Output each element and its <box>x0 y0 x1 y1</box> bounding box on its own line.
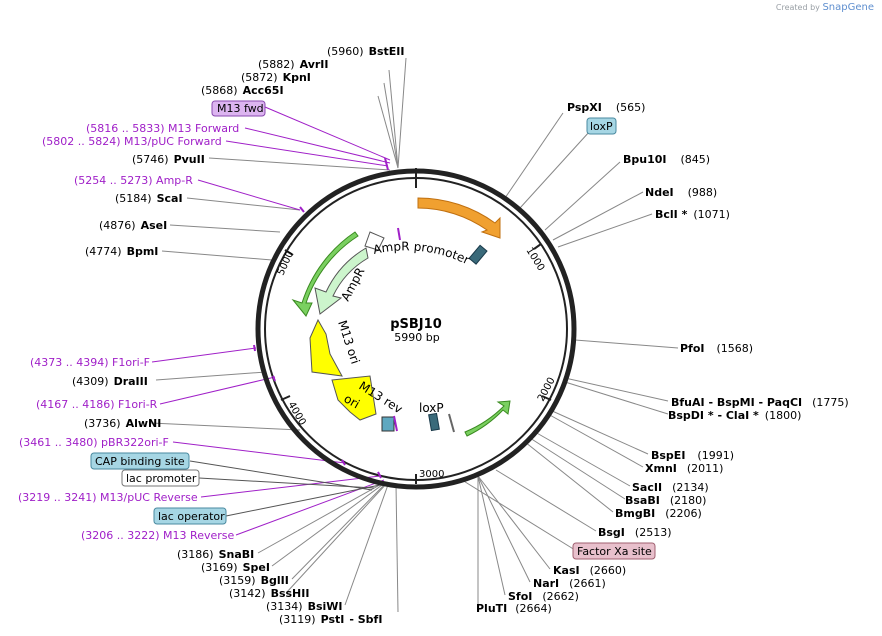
site-bspdi-clai: BspDI * - ClaI *(1800) <box>668 409 801 422</box>
site-bcli: BclI *(1071) <box>655 208 730 221</box>
primer-tick-ampr <box>299 206 305 213</box>
primer-tick-rev <box>377 471 382 479</box>
green-feature-left <box>291 231 359 317</box>
tick-label-1000: 1000 <box>523 246 546 273</box>
ori-arrow <box>331 375 377 421</box>
box-lac-promoter-text: lac promoter <box>126 472 197 485</box>
box-leaders <box>189 460 381 517</box>
site-pluti: PluTI(2664) <box>476 602 552 615</box>
primer-amp-r: (5254 .. 5273) Amp-R <box>74 174 193 187</box>
m13-fwd-primer-mark <box>397 227 401 241</box>
site-snabi: (3186)SnaBI <box>177 548 254 561</box>
primer-m13-puc-reverse: (3219 .. 3241) M13/pUC Reverse <box>18 491 198 504</box>
tick-2000 <box>541 395 552 401</box>
site-kasi: KasI(2660) <box>553 564 626 577</box>
primer-tick-f1orif <box>253 344 256 352</box>
tick-5000 <box>284 249 294 256</box>
credit-prefix: Created by <box>775 3 820 12</box>
box-lac-operator: lac operator <box>153 507 227 525</box>
m13-ori-arrow <box>309 318 343 377</box>
site-avrii: (5882)AvrII <box>258 58 328 71</box>
site-pfoi: PfoI(1568) <box>680 342 753 355</box>
site-bpmi: (4774)BpmI <box>85 245 158 258</box>
site-pspxi: PspXI(565) <box>567 101 645 114</box>
box-factor-xa-site-text: Factor Xa site <box>577 545 652 558</box>
box-m13-fwd: M13 fwd <box>211 100 266 117</box>
loxp-inner-label: loxP <box>419 401 444 415</box>
loxp-marker-bar <box>448 413 455 433</box>
box-m13-fwd-text: M13 fwd <box>217 102 264 115</box>
site-kpni: (5872)KpnI <box>241 71 311 84</box>
primer-m13-reverse: (3206 .. 3222) M13 Reverse <box>81 529 234 542</box>
primer-tick-pbr <box>341 459 346 466</box>
site-bfuai-bspmi-paqci: BfuAI - BspMI - PaqCI(1775) <box>671 396 849 409</box>
loxp-marker-top <box>468 244 488 265</box>
box-cap-binding-site-text: CAP binding site <box>95 455 185 468</box>
snapgene-credit: Created by SnapGene <box>776 2 874 13</box>
plasmid-size: 5990 bp <box>394 331 439 344</box>
site-psti-sbfi: (3119)PstI- SbfI <box>279 613 382 626</box>
site-nari: NarI(2661) <box>533 577 606 590</box>
site-sacii: SacII(2134) <box>632 481 709 494</box>
site-spei: (3169)SpeI <box>201 561 270 574</box>
box-factor-xa-site: Factor Xa site <box>572 542 656 560</box>
site-bsiwi: (3134)BsiWI <box>266 600 343 613</box>
orange-feature-arrow <box>417 197 501 239</box>
box-loxp-text: loxP <box>590 120 613 133</box>
site-bspei: BspEI(1991) <box>651 449 734 462</box>
ampr-promoter-arrow <box>364 231 385 251</box>
m13-ori-label: M13 ori <box>335 319 362 366</box>
site-draiii: (4309)DraIII <box>72 375 148 388</box>
site-bsgi: BsgI(2513) <box>598 526 671 539</box>
lac-operator-marker <box>381 416 395 432</box>
ampr-arrow <box>314 247 369 315</box>
green-feature-right <box>464 400 511 437</box>
site-bsteii: (5960)BstEII <box>327 45 404 58</box>
tick-label-3000: 3000 <box>419 469 444 480</box>
plasmid-name: pSBJ10 <box>390 317 442 332</box>
site-asei: (4876)AseI <box>99 219 167 232</box>
box-cap-binding-site: CAP binding site <box>90 452 190 470</box>
site-bpu10i: Bpu10I(845) <box>623 153 710 166</box>
site-scai: (5184)ScaI <box>115 192 183 205</box>
site-ndei: NdeI(988) <box>645 186 717 199</box>
leader-lines <box>150 57 679 613</box>
site-bglii: (3159)BglII <box>219 574 289 587</box>
ori-label: ori <box>342 391 363 411</box>
ampr-promoter-label: AmpR promoter <box>372 239 472 267</box>
site-sfoi: SfoI(2662) <box>508 590 579 603</box>
site-acc65i: (5868)Acc65I <box>201 84 284 97</box>
primer-m13-forward: (5816 .. 5833) M13 Forward <box>86 122 239 135</box>
site-bsabi: BsaBI(2180) <box>625 494 706 507</box>
tick-1000 <box>533 243 542 250</box>
site-bmgbi: BmgBI(2206) <box>615 507 702 520</box>
snapgene-brand: SnapGene <box>822 2 874 13</box>
box-loxp: loxP <box>586 117 617 135</box>
box-lac-operator-text: lac operator <box>158 510 225 523</box>
primer-f1ori-f: (4373 .. 4394) F1ori-F <box>30 356 150 369</box>
loxp-marker-bottom <box>428 412 440 432</box>
primer-tick-f1orir <box>272 375 276 382</box>
primer-pbr322ori-f: (3461 .. 3480) pBR322ori-F <box>19 436 169 449</box>
primer-f1ori-r: (4167 .. 4186) F1ori-R <box>36 398 158 411</box>
site-xmni: XmnI(2011) <box>645 462 723 475</box>
site-bsshii: (3142)BssHII <box>229 587 309 600</box>
tick-4000 <box>280 395 291 401</box>
site-alwni: (3736)AlwNI <box>84 417 161 430</box>
primer-tick-top <box>384 157 389 171</box>
primer-m13-puc-forward: (5802 .. 5824) M13/pUC Forward <box>42 135 222 148</box>
box-lac-promoter: lac promoter <box>121 469 200 487</box>
site-pvuii: (5746)PvuII <box>132 153 205 166</box>
m13-rev-primer-mark <box>393 415 398 432</box>
